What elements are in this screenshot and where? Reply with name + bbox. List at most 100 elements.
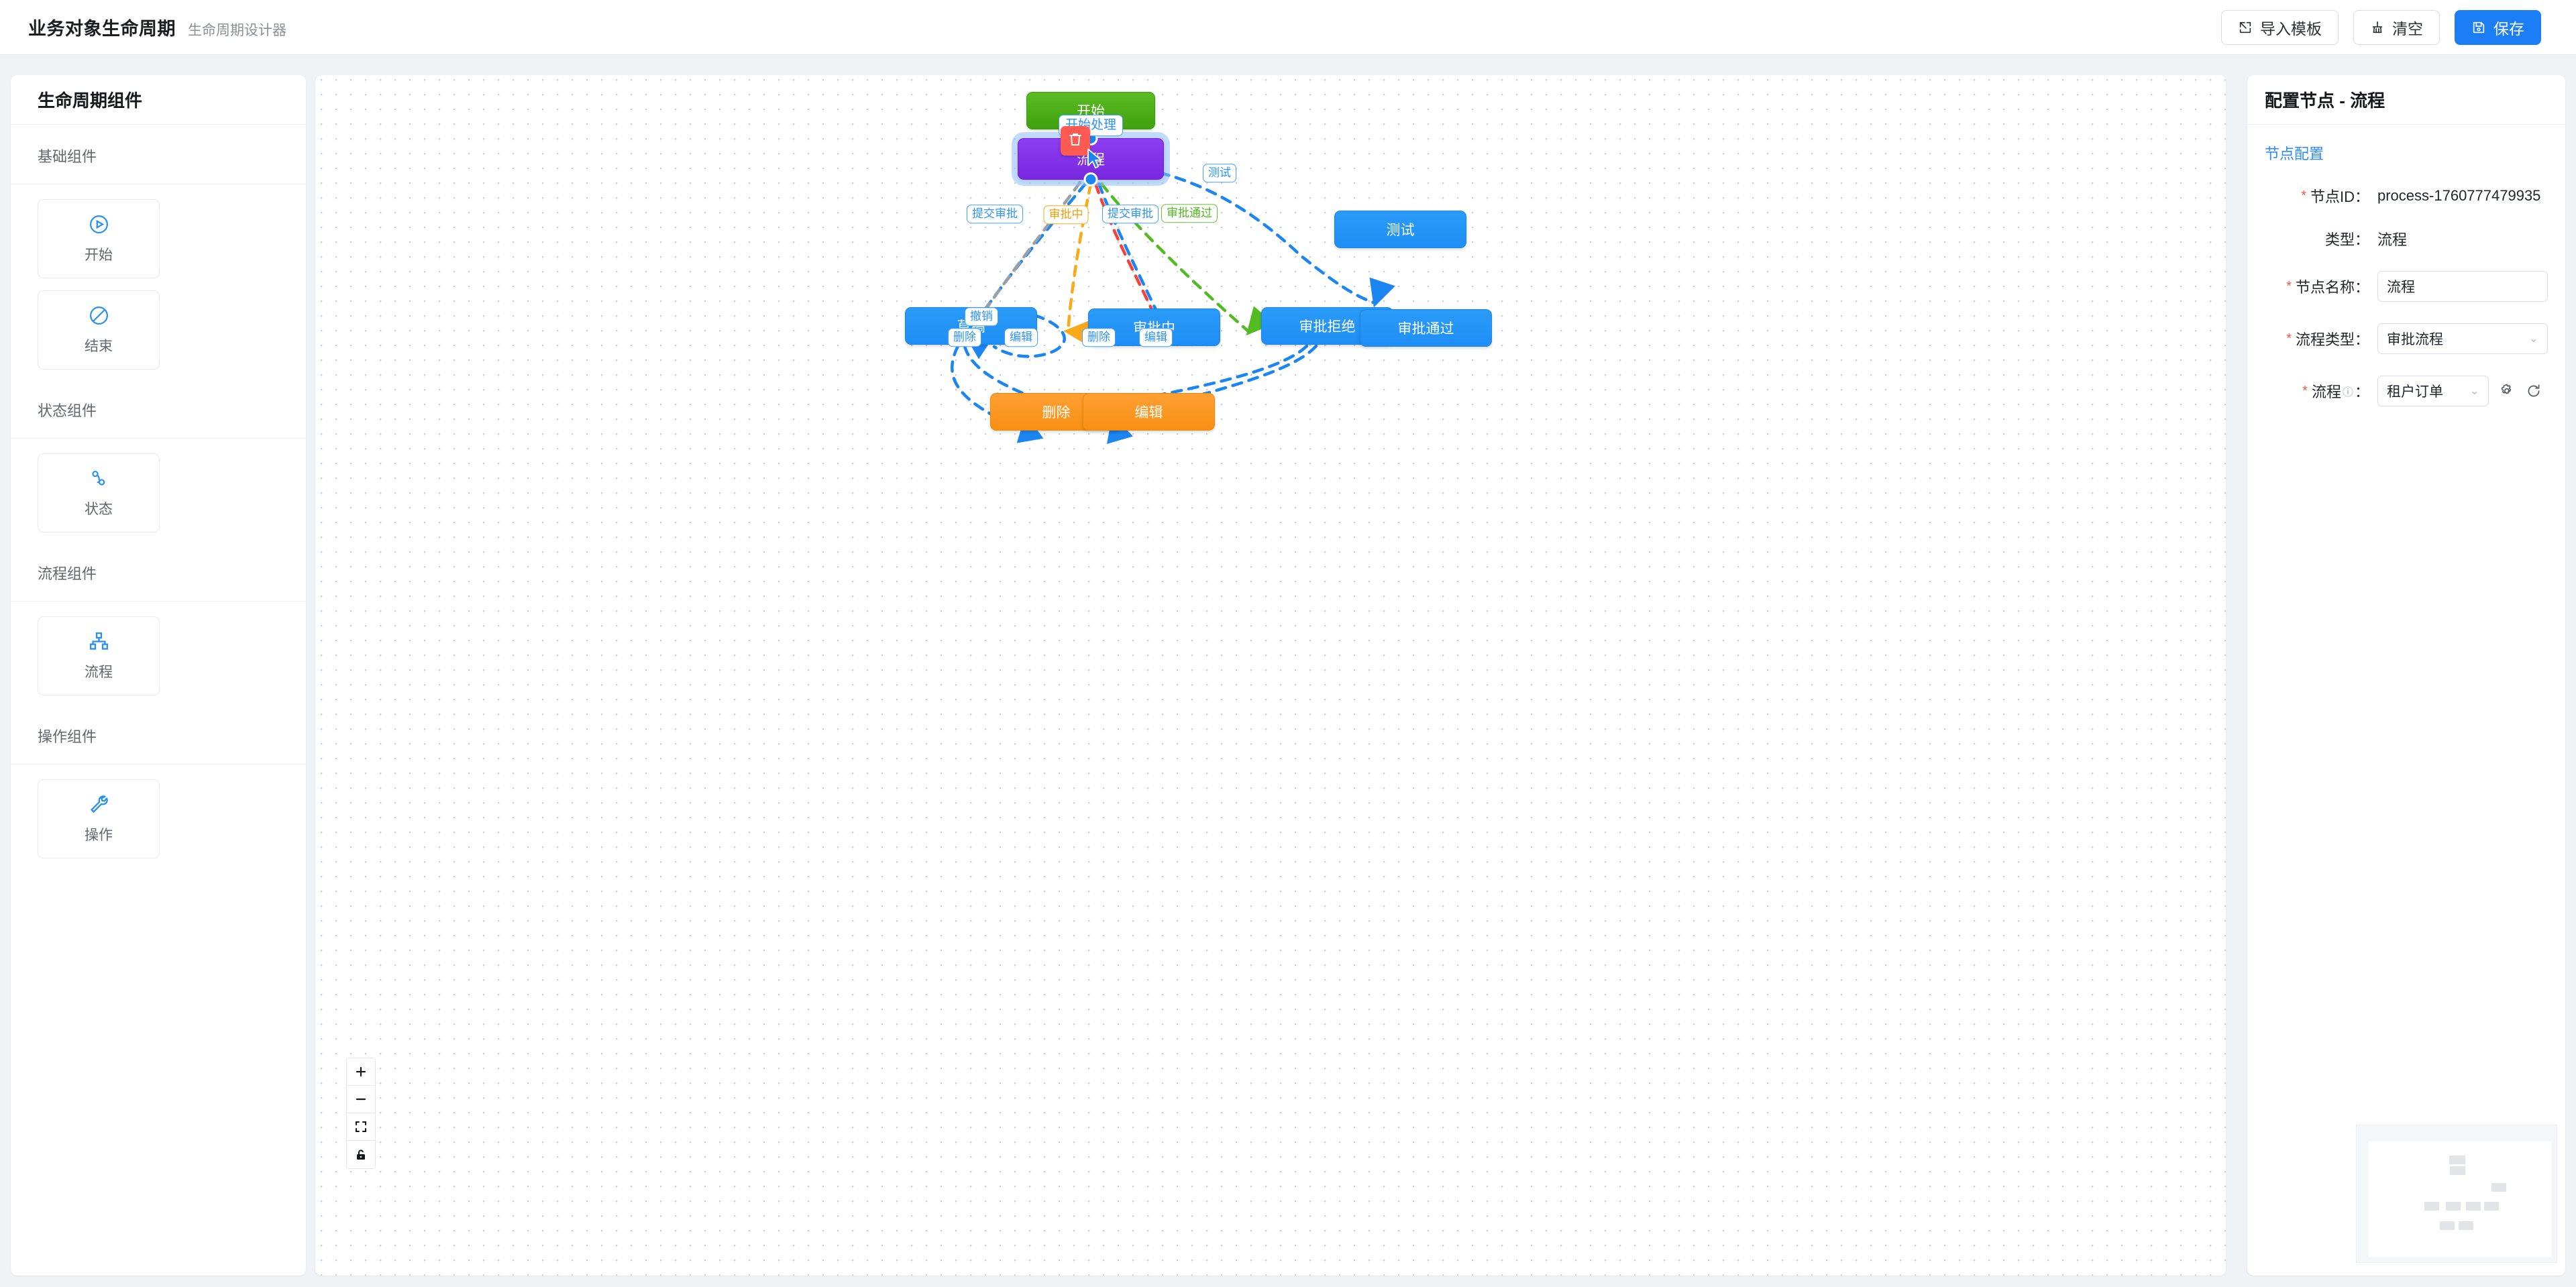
trash-icon	[1067, 131, 1083, 151]
node-name-input[interactable]: 流程	[2377, 271, 2548, 302]
canvas-minimap[interactable]	[2356, 1125, 2557, 1263]
minimap-node	[2449, 1156, 2465, 1164]
save-button[interactable]: 保存	[2455, 9, 2541, 45]
node-config-panel: 配置节点 - 流程 节点配置 * 节点ID： process-176077747…	[2247, 75, 2565, 1276]
field-process-label-wrap: * 流程 ⓘ ：	[2265, 380, 2377, 402]
node-config-body: 节点配置 * 节点ID： process-1760777479935 类型： 流…	[2247, 125, 2565, 406]
field-process-type-label-wrap: * 流程类型：	[2265, 328, 2377, 349]
edge-label[interactable]: 删除	[1082, 328, 1116, 347]
edge-label[interactable]: 提交审批	[1102, 205, 1159, 223]
zoom-out-button[interactable]	[347, 1086, 375, 1113]
palette-operation: 操作	[11, 765, 306, 868]
palette-item-process-label: 流程	[85, 665, 113, 680]
palette-item-operation[interactable]: 操作	[38, 779, 160, 858]
edge-label[interactable]: 审批中	[1043, 205, 1089, 224]
palette-item-end[interactable]: 结束	[38, 290, 160, 370]
palette-state: 状态	[11, 439, 306, 542]
required-star: *	[2302, 384, 2308, 398]
node-handle-bottom[interactable]	[1083, 172, 1098, 186]
flow-node-approved[interactable]: 审批通过	[1360, 309, 1492, 347]
required-star: *	[2286, 331, 2292, 346]
minimap-node	[2491, 1183, 2506, 1192]
edge-label[interactable]: 测试	[1203, 164, 1236, 182]
flow-edges	[951, 128, 1395, 445]
minimap-node	[2450, 1166, 2465, 1175]
node-config-title: 配置节点 - 流程	[2247, 75, 2565, 125]
component-sidebar: 生命周期组件 基础组件 开始 结束 状态组件	[11, 75, 306, 1276]
fit-view-button[interactable]	[347, 1113, 375, 1141]
field-process-label: 流程	[2311, 384, 2341, 400]
edge-label[interactable]: 编辑	[1139, 328, 1173, 347]
palette-item-end-label: 结束	[85, 339, 113, 354]
field-type-label-wrap: 类型：	[2265, 228, 2377, 249]
field-node-id-label-wrap: * 节点ID：	[2265, 185, 2377, 207]
field-type-value: 流程	[2377, 231, 2408, 248]
palette-process: 流程	[11, 602, 306, 705]
minimap-viewport	[2369, 1141, 2551, 1257]
edge-label[interactable]: 编辑	[1004, 328, 1038, 347]
clear-label: 清空	[2392, 19, 2423, 38]
field-process-type: * 流程类型： 审批流程 ⌄	[2265, 323, 2548, 354]
app-header: 业务对象生命周期 生命周期设计器 导入模板	[0, 0, 2576, 55]
minimap-node	[2466, 1202, 2481, 1211]
flow-node-process[interactable]: 流程	[1018, 131, 1164, 186]
gear-icon[interactable]	[2498, 382, 2516, 400]
edge-label[interactable]: 撤销	[965, 307, 998, 326]
process-select[interactable]: 租户订单 ⌄	[2377, 376, 2489, 406]
flow-node-test[interactable]: 测试	[1334, 211, 1466, 248]
lock-button[interactable]	[347, 1141, 375, 1168]
flow-node-label: 审批拒绝	[1299, 319, 1356, 335]
floppy-disk-icon	[2471, 20, 2486, 35]
question-circle-icon[interactable]: ⓘ	[2342, 387, 2353, 398]
flow-canvas[interactable]: 开始流程测试草稿审批中审批拒绝审批通过删除编辑 开始处理测试提交审批审批中提交审…	[315, 75, 2226, 1276]
process-type-select[interactable]: 审批流程 ⌄	[2377, 323, 2548, 354]
edge-delete-button[interactable]	[1061, 126, 1090, 156]
import-template-icon	[2238, 20, 2253, 35]
minimap-node	[2484, 1202, 2499, 1211]
palette-item-operation-label: 操作	[85, 828, 113, 843]
header-actions: 导入模板 清空 保存	[2221, 9, 2556, 45]
clear-button[interactable]: 清空	[2353, 9, 2440, 45]
field-node-name: * 节点名称： 流程	[2265, 271, 2548, 302]
import-template-button[interactable]: 导入模板	[2221, 9, 2339, 45]
palette-basic: 开始 结束	[11, 184, 306, 379]
sidebar-group-title-basic: 基础组件	[11, 125, 306, 184]
process-value: 租户订单	[2387, 384, 2443, 400]
save-label: 保存	[2493, 19, 2524, 38]
import-template-label: 导入模板	[2260, 19, 2322, 38]
sidebar-group-title-state: 状态组件	[11, 379, 306, 439]
palette-item-state-label: 状态	[85, 502, 113, 517]
refresh-icon[interactable]	[2525, 382, 2542, 400]
broom-icon	[2370, 20, 2385, 35]
edge-label[interactable]: 审批通过	[1161, 204, 1218, 223]
state-nodes-icon	[88, 467, 110, 490]
palette-item-start[interactable]: 开始	[38, 199, 160, 278]
header-title-block: 业务对象生命周期 生命周期设计器	[28, 14, 286, 40]
required-star: *	[2286, 279, 2292, 294]
field-node-name-label: 节点名称：	[2295, 279, 2369, 296]
minimap-node	[2440, 1221, 2455, 1230]
flow-node-label: 删除	[1042, 405, 1071, 421]
chevron-down-icon: ⌄	[2469, 384, 2479, 397]
process-type-value: 审批流程	[2387, 332, 2443, 347]
page-subtitle: 生命周期设计器	[188, 23, 286, 38]
palette-item-process[interactable]: 流程	[38, 616, 160, 695]
sidebar-group-title-process: 流程组件	[11, 542, 306, 602]
flow-node-label: 测试	[1386, 223, 1415, 238]
node-config-link[interactable]: 节点配置	[2265, 146, 2324, 162]
play-circle-icon	[88, 213, 110, 235]
zoom-in-button[interactable]	[347, 1058, 375, 1086]
field-process-colon: ：	[2354, 384, 2369, 400]
sidebar-group-title-operation: 操作组件	[11, 705, 306, 765]
edge-label[interactable]: 删除	[948, 328, 981, 347]
field-node-name-label-wrap: * 节点名称：	[2265, 276, 2377, 297]
field-type-label: 类型：	[2324, 231, 2369, 248]
palette-item-state[interactable]: 状态	[38, 453, 160, 533]
flow-node-edit[interactable]: 编辑	[1083, 393, 1215, 431]
minimap-node	[2446, 1202, 2461, 1211]
palette-item-start-label: 开始	[85, 247, 113, 263]
edge-label[interactable]: 提交审批	[967, 205, 1023, 223]
sitemap-icon	[88, 630, 110, 653]
wrench-icon	[88, 793, 110, 816]
chevron-down-icon: ⌄	[2528, 332, 2538, 345]
